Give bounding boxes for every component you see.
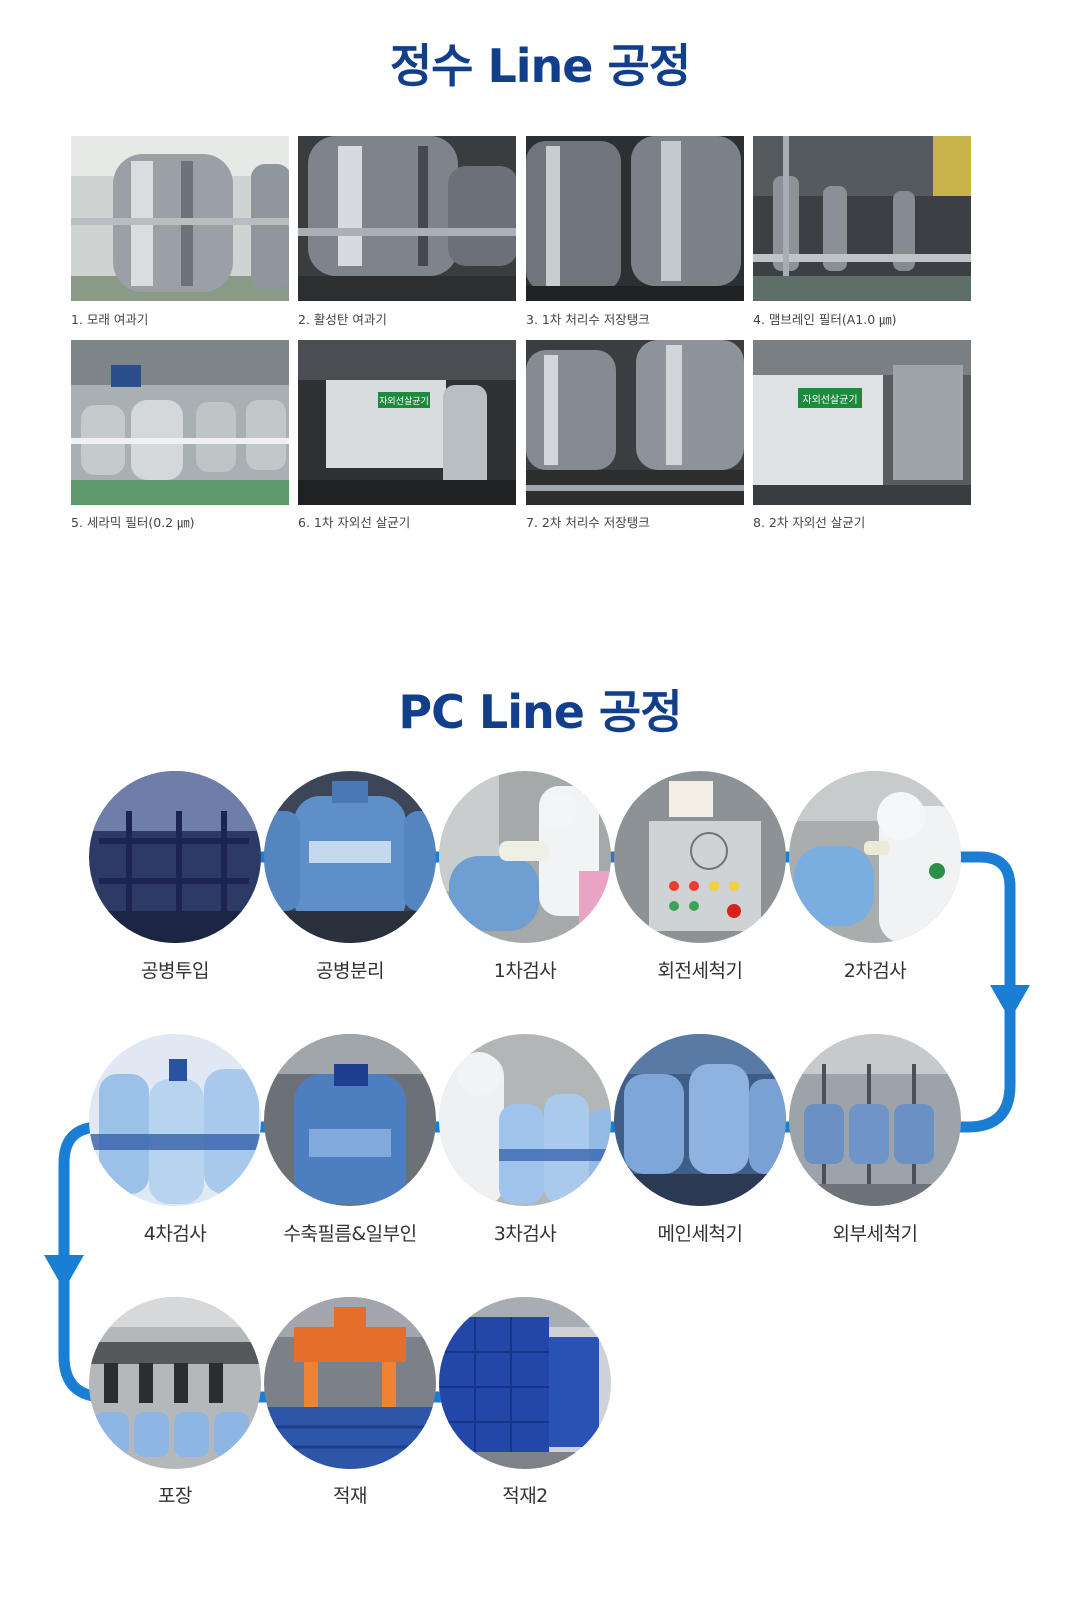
storage-tank-2-photo (526, 340, 744, 505)
sand-filter-photo (71, 136, 289, 301)
carbon-filter-photo (298, 136, 516, 301)
step-label-3: 1차검사 (493, 960, 557, 982)
step-label-12: 적재 (333, 1485, 367, 1507)
water-caption-5: 5. 세라믹 필터(0.2 ㎛) (71, 515, 195, 530)
step-label-11: 포장 (158, 1485, 192, 1507)
ceramic-filter-photo (71, 340, 289, 505)
step-circle-12 (264, 1297, 436, 1469)
step-circle-7 (614, 1034, 786, 1206)
step-circle-9 (264, 1034, 436, 1206)
water-caption-6: 6. 1차 자외선 살균기 (298, 515, 411, 530)
pc-line-title: PC Line 공정 (398, 685, 682, 739)
step-circle-11 (89, 1297, 261, 1469)
uv-sterilizer-1-photo: 자외선살균기 (298, 340, 516, 505)
water-line-title: 정수 Line 공정 (389, 39, 691, 93)
step-label-5: 2차검사 (843, 960, 907, 982)
svg-text:자외선살균기: 자외선살균기 (802, 394, 857, 406)
step-circle-2 (264, 771, 436, 943)
step-circle-3 (439, 771, 611, 943)
step-circle-4 (614, 771, 786, 943)
step-circle-8 (439, 1034, 611, 1206)
arrow-down-icon (44, 1255, 84, 1290)
water-caption-8: 8. 2차 자외선 살균기 (753, 515, 866, 530)
step-label-10: 4차검사 (143, 1223, 207, 1245)
step-label-7: 메인세척기 (657, 1223, 743, 1245)
step-circle-5 (789, 771, 961, 943)
step-label-1: 공병투입 (141, 960, 209, 982)
water-caption-2: 2. 활성탄 여과기 (298, 312, 387, 327)
water-caption-7: 7. 2차 처리수 저장탱크 (526, 515, 650, 530)
svg-text:자외선살균기: 자외선살균기 (379, 395, 429, 407)
step-label-8: 3차검사 (493, 1223, 557, 1245)
step-label-6: 외부세척기 (832, 1223, 918, 1245)
membrane-filter-photo (753, 136, 971, 301)
uv-sterilizer-2-photo: 자외선살균기 (753, 340, 971, 505)
arrow-down-icon (990, 985, 1030, 1020)
step-circle-6 (789, 1034, 961, 1206)
step-circle-13 (439, 1297, 611, 1469)
step-label-4: 회전세척기 (657, 960, 743, 982)
storage-tank-photo (526, 136, 744, 301)
step-label-9: 수축필름&일부인 (283, 1223, 417, 1245)
step-circle-10 (89, 1034, 261, 1206)
step-label-13: 적재2 (502, 1485, 548, 1507)
water-caption-1: 1. 모래 여과기 (71, 312, 149, 327)
water-caption-4: 4. 맴브레인 필터(A1.0 ㎛) (753, 312, 897, 327)
step-circle-1 (89, 771, 261, 943)
water-caption-3: 3. 1차 처리수 저장탱크 (526, 312, 650, 327)
step-label-2: 공병분리 (316, 960, 384, 982)
